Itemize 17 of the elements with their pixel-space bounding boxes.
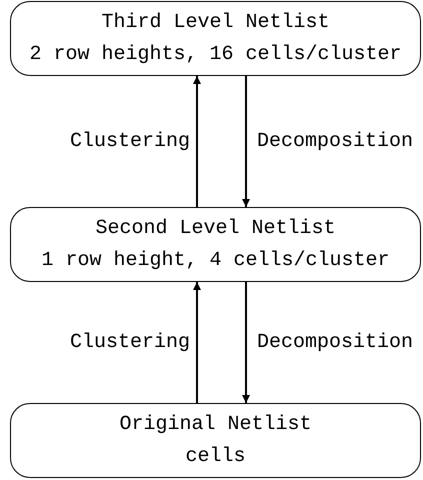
process-box <box>10 1 421 76</box>
box-title: Third Level Netlist <box>101 12 330 34</box>
box-title: Second Level Netlist <box>95 218 336 240</box>
arrow <box>242 76 250 207</box>
edge-label: Decomposition <box>257 130 414 152</box>
arrow <box>242 282 250 403</box>
box-title: Original Netlist <box>119 414 312 436</box>
process-box <box>10 207 421 282</box>
box-description: 2 row heights, 16 cells/cluster <box>29 44 402 66</box>
arrow <box>193 282 201 403</box>
edge-label: Decomposition <box>257 332 414 354</box>
arrow <box>193 76 201 207</box>
edge-label: Clustering <box>70 130 190 152</box>
box-description: cells <box>185 446 246 468</box>
process-box <box>10 403 421 478</box>
edge-label: Clustering <box>70 332 190 354</box>
box-description: 1 row height, 4 cells/cluster <box>41 250 390 272</box>
